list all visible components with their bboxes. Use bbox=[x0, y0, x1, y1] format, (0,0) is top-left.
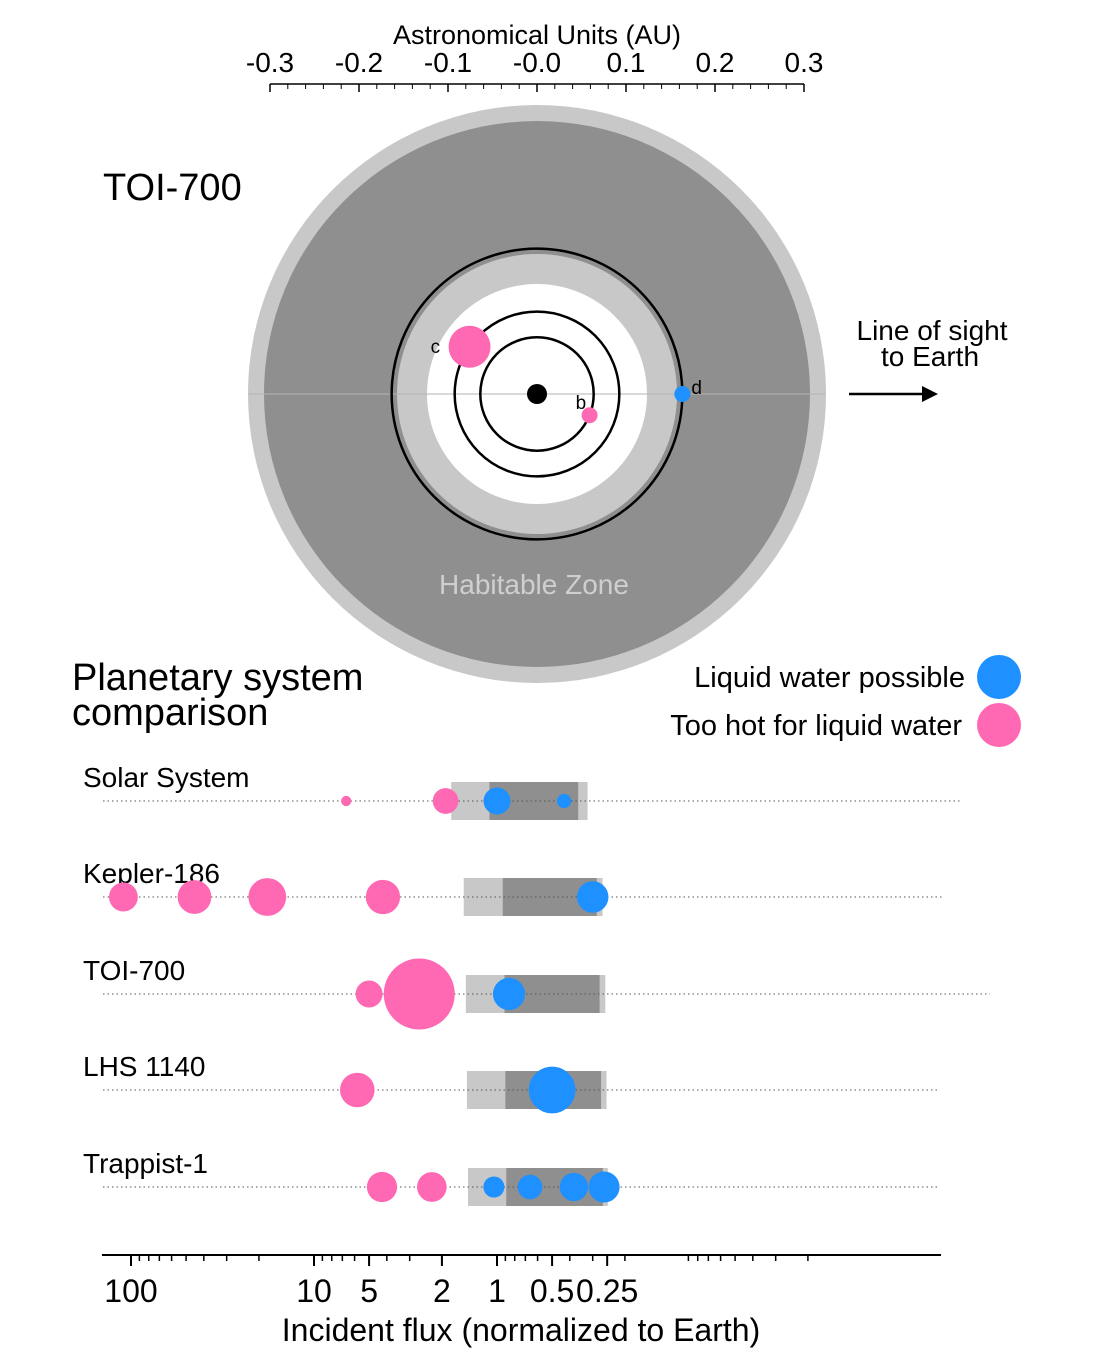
comparison-title-line-2: comparison bbox=[72, 692, 268, 734]
planet-hot-marker bbox=[432, 788, 459, 814]
flux-tick-label: 10 bbox=[296, 1273, 332, 1309]
flux-tick-label: 5 bbox=[360, 1273, 378, 1309]
top-au-axis: Astronomical Units (AU) -0.3 -0.2 -0.1 -0.0… bbox=[246, 20, 824, 92]
planet-hot-marker bbox=[383, 958, 455, 1030]
planet-d bbox=[674, 386, 691, 402]
habitable-zone-label: Habitable Zone bbox=[439, 569, 629, 600]
top-tick-label: -0.2 bbox=[335, 47, 383, 78]
orbit-c bbox=[453, 310, 621, 478]
top-tick-label: -0.0 bbox=[513, 47, 561, 78]
planet-water-marker bbox=[517, 1174, 543, 1200]
planet-hot-marker bbox=[366, 1171, 398, 1203]
top-tick-label: -0.3 bbox=[246, 47, 294, 78]
system-row: TOI-700 bbox=[83, 955, 990, 1030]
top-tick-label: -0.1 bbox=[424, 47, 472, 78]
system-row: Trappist-1 bbox=[83, 1148, 940, 1206]
comparison-title-line-1: Planetary system bbox=[72, 657, 363, 699]
planet-hot-marker bbox=[248, 878, 287, 916]
flux-tick-label: 100 bbox=[104, 1273, 157, 1309]
system-name: Solar System bbox=[83, 762, 250, 793]
flux-axis-title: Incident flux (normalized to Earth) bbox=[282, 1312, 760, 1348]
orbit-planets: b c d bbox=[431, 325, 702, 424]
planet-water-marker bbox=[492, 977, 526, 1011]
planet-hot-marker bbox=[108, 882, 138, 912]
orbit-b bbox=[479, 336, 595, 452]
legend-label-water: Liquid water possible bbox=[694, 662, 965, 694]
planet-c bbox=[448, 325, 491, 368]
orbit-diagram: b c d TOI-700 Habitable Zone Line of sight… bbox=[103, 105, 1008, 683]
top-tick-label: 0.2 bbox=[696, 47, 735, 78]
legend: Liquid water possible Too hot for liquid… bbox=[670, 655, 1021, 747]
planet-hot-marker bbox=[365, 879, 401, 915]
top-tick-label: 0.1 bbox=[607, 47, 646, 78]
flux-tick-label: 2 bbox=[433, 1273, 451, 1309]
planet-hot-marker bbox=[340, 1072, 375, 1108]
planet-hot-marker bbox=[341, 795, 352, 807]
planet-label-b: b bbox=[576, 393, 587, 414]
planet-water-marker bbox=[556, 793, 572, 809]
flux-tick-label: 0.5 bbox=[530, 1273, 574, 1309]
planet-water-marker bbox=[588, 1171, 620, 1203]
legend-label-hot: Too hot for liquid water bbox=[670, 710, 962, 742]
system-row: Kepler-186 bbox=[83, 858, 943, 916]
legend-hot-marker bbox=[977, 703, 1021, 747]
planet-water-marker bbox=[559, 1172, 589, 1202]
planet-water-marker bbox=[528, 1066, 576, 1114]
system-name: TOI-700 bbox=[83, 955, 185, 986]
top-tick-label: 0.3 bbox=[785, 47, 824, 78]
system-name: Trappist-1 bbox=[83, 1148, 208, 1179]
top-axis-title: Astronomical Units (AU) bbox=[393, 20, 681, 50]
system-row: Solar System bbox=[83, 762, 962, 820]
system-name: LHS 1140 bbox=[83, 1051, 205, 1082]
line-of-sight: Line of sight to Earth bbox=[849, 315, 1008, 402]
flux-tick-label: 1 bbox=[488, 1273, 506, 1309]
planet-hot-marker bbox=[177, 880, 212, 914]
line-of-sight-arrow-icon bbox=[922, 386, 938, 402]
planet-water-marker bbox=[483, 1176, 505, 1198]
planet-hot-marker bbox=[416, 1172, 447, 1202]
planet-hot-marker bbox=[355, 980, 383, 1008]
flux-tick-label: 0.25 bbox=[576, 1273, 638, 1309]
line-of-sight-label-2: to Earth bbox=[881, 341, 979, 372]
planet-label-c: c bbox=[431, 337, 441, 358]
system-row: LHS 1140 bbox=[83, 1051, 938, 1114]
legend-water-marker bbox=[977, 655, 1021, 699]
line-of-sight-label-1: Line of sight bbox=[857, 315, 1008, 346]
top-axis-ticks: -0.3 -0.2 -0.1 -0.0 0.1 0.2 0.3 bbox=[246, 47, 824, 92]
comparison-section: Planetary system comparison Liquid water… bbox=[72, 655, 1021, 1348]
diagram-title: TOI-700 bbox=[103, 167, 242, 209]
planet-water-marker bbox=[576, 881, 609, 913]
planet-water-marker bbox=[483, 787, 511, 815]
planet-label-d: d bbox=[691, 378, 702, 399]
star-toi-700 bbox=[527, 384, 547, 404]
planet-b bbox=[581, 407, 598, 424]
